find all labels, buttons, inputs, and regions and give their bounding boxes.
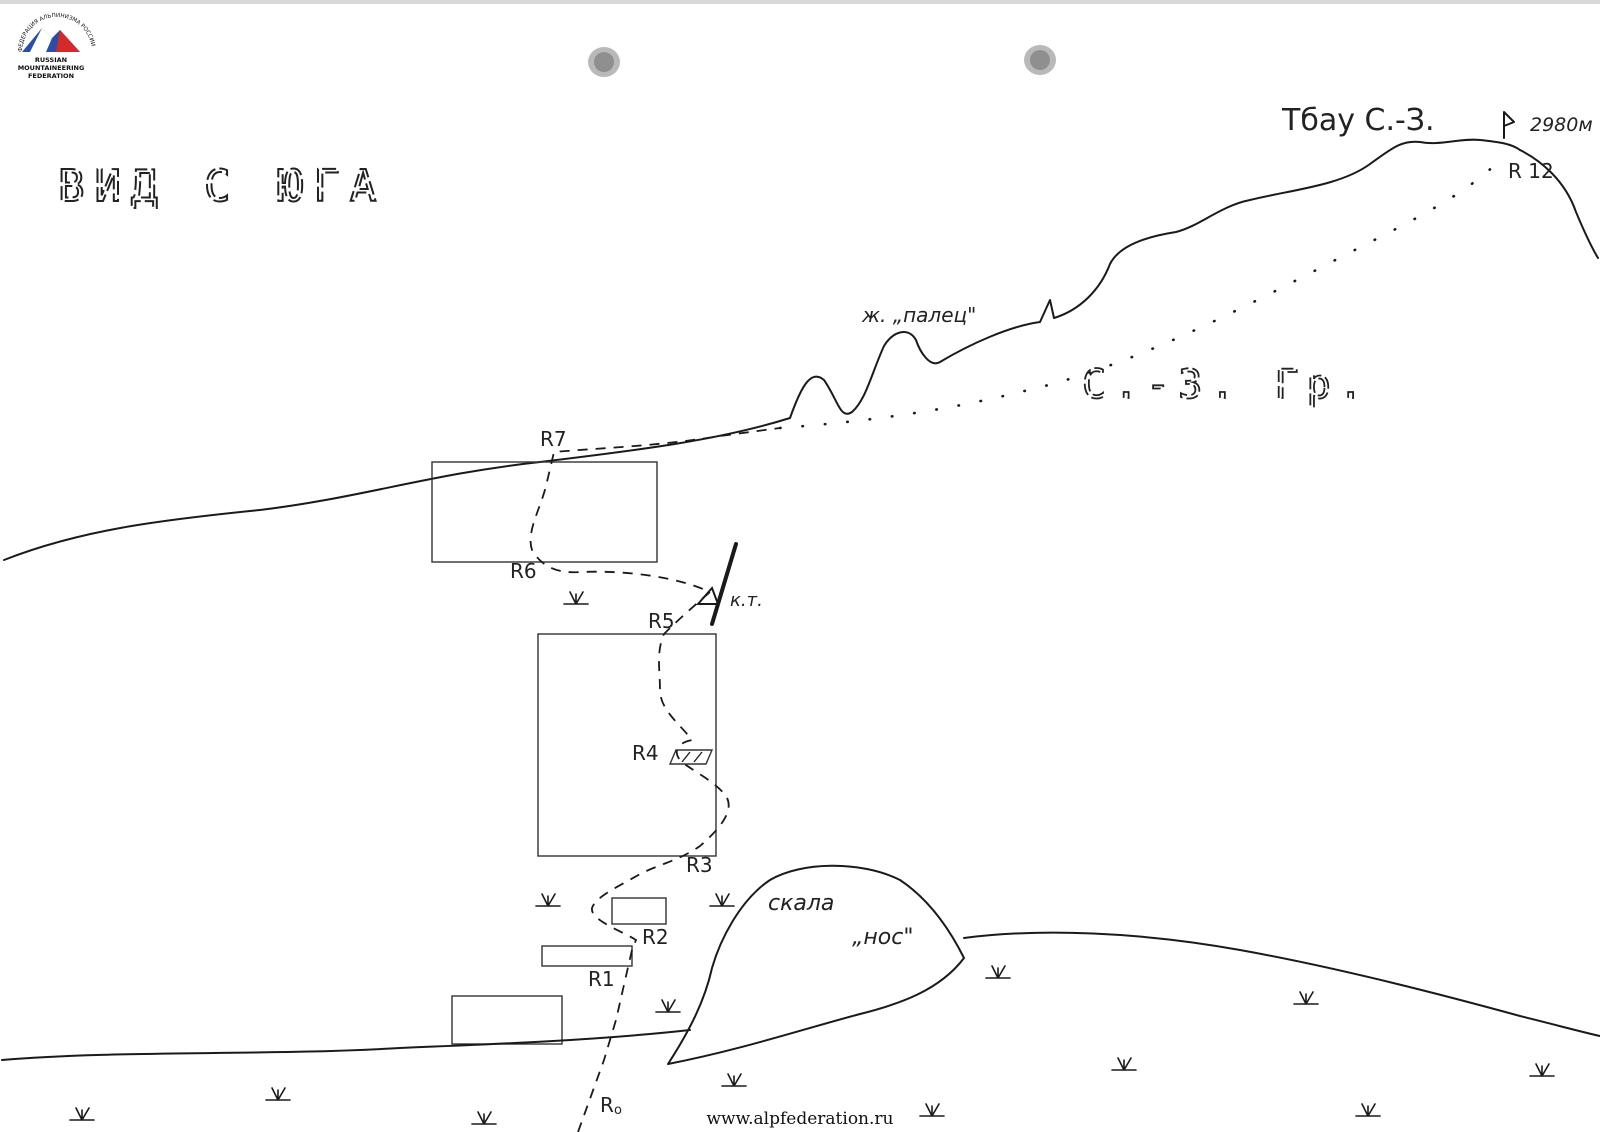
grass-icon (1111, 1057, 1137, 1071)
rock-step-small (611, 897, 667, 925)
ridge-line (3, 138, 1521, 561)
rock-block-lower (451, 995, 563, 1045)
summit-east-slope (1519, 149, 1599, 259)
summit-flag-icon (1503, 111, 1515, 139)
logo-line-mountaineering: MOUNTAINEERING (18, 64, 85, 72)
control-point-icon (695, 542, 738, 626)
climbing-route (529, 427, 781, 1132)
grass-icon (69, 1107, 95, 1121)
grass-icon (265, 1087, 291, 1101)
belay-r4: R4 (632, 741, 659, 765)
rock-label-skala: скала (768, 891, 834, 916)
grass-icon (655, 999, 681, 1013)
logo-line-federation: FEDERATION (28, 72, 74, 80)
rock-wall-main (537, 633, 717, 857)
slope-line-right (963, 931, 1600, 1037)
belay-r1: R1 (588, 967, 615, 991)
rock-band-upper (431, 461, 658, 563)
grass-icon (709, 893, 735, 907)
belay-r5: R5 (648, 609, 675, 633)
grass-icon (1529, 1063, 1555, 1077)
grass-icon (471, 1111, 497, 1125)
gendarme-label: ж. „палец" (861, 303, 976, 327)
belay-r12: R 12 (1508, 159, 1554, 183)
sheet-top-edge (0, 0, 1600, 4)
belay-r7: R7 (540, 427, 567, 451)
footer-url[interactable]: www.alpfederation.ru (707, 1109, 894, 1129)
grass-icon (1293, 991, 1319, 1005)
belay-r6: R6 (510, 559, 537, 583)
grass-icon (985, 965, 1011, 979)
control-point-label: к.т. (730, 590, 763, 611)
view-title: ВИД С ЮГА (58, 161, 386, 212)
ledge-r4-icon (668, 749, 714, 765)
belay-r0-sub: o (614, 1103, 622, 1118)
ground-line-lower (1, 1029, 691, 1061)
nw-ridge-dotted-route (778, 158, 1502, 430)
rock-label-nos: „нос" (852, 925, 913, 950)
grass-icon (919, 1103, 945, 1117)
rock-slab-r1 (541, 945, 633, 967)
grass-icon (563, 591, 589, 605)
belay-r3: R3 (686, 853, 713, 877)
ridge-label: С.-З. Гр. (1082, 362, 1371, 408)
peak-name: Тбау С.-З. (1281, 103, 1435, 138)
grass-icon (721, 1073, 747, 1087)
grass-symbols (69, 591, 1555, 1125)
federation-logo: ФЕДЕРАЦИЯ АЛЬПИНИЗМА РОССИИ RUSSIAN MOUN… (18, 13, 96, 80)
grass-icon (1355, 1103, 1381, 1117)
logo-line-russian: RUSSIAN (35, 56, 67, 64)
belay-r0: R (600, 1093, 614, 1117)
grass-icon (535, 893, 561, 907)
peak-height: 2980м (1530, 114, 1593, 136)
rock-nos-outline (667, 864, 965, 1065)
belay-r2: R2 (642, 925, 669, 949)
